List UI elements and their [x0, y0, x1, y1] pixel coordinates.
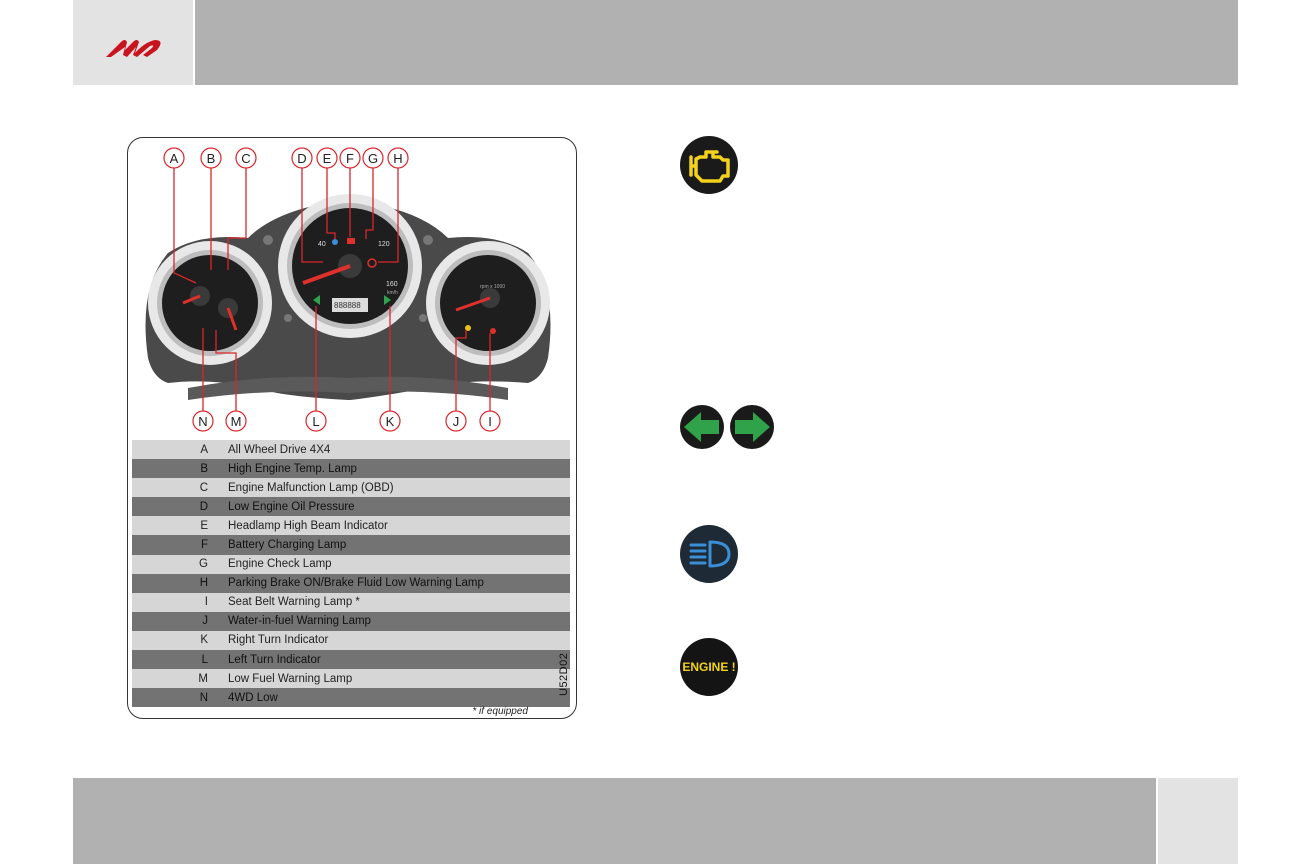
page-footer — [73, 778, 1238, 864]
speed-unit-label: km/h — [387, 290, 398, 296]
legend-row: M Low Fuel Warning Lamp — [132, 669, 570, 689]
callout-k: K — [379, 410, 401, 432]
mahindra-logo — [106, 40, 161, 57]
legend-description: All Wheel Drive 4X4 — [228, 443, 331, 456]
instrument-cluster-illustration: 40 120 160 km/h 888888 rpm x 1000 — [145, 147, 551, 432]
turn-indicator-icons — [679, 404, 775, 455]
legend-row: J Water-in-fuel Warning Lamp — [132, 611, 570, 631]
high-beam-icon — [680, 525, 738, 583]
speed-40-label: 40 — [318, 241, 326, 248]
legend-description: Low Engine Oil Pressure — [228, 500, 355, 513]
legend-description: High Engine Temp. Lamp — [228, 462, 357, 475]
tacho-unit-label: rpm x 1000 — [480, 284, 505, 290]
legend-row: F Battery Charging Lamp — [132, 535, 570, 555]
legend-description: Seat Belt Warning Lamp * — [228, 596, 360, 609]
legend-letter: C — [199, 481, 208, 494]
svg-text:D: D — [297, 151, 306, 166]
callout-a: A — [163, 147, 185, 169]
callout-j: J — [445, 410, 467, 432]
svg-text:J: J — [453, 414, 460, 429]
svg-text:M: M — [231, 414, 242, 429]
callout-e: E — [316, 147, 338, 169]
legend-row: N 4WD Low — [132, 688, 570, 708]
legend-letter: A — [200, 443, 208, 456]
instrument-cluster-figure: 40 120 160 km/h 888888 rpm x 1000 — [127, 137, 577, 719]
footnote: * if equipped — [472, 706, 528, 717]
legend-letter: I — [204, 596, 208, 609]
callout-f: F — [339, 147, 361, 169]
legend-letter: K — [200, 634, 208, 647]
svg-text:C: C — [241, 151, 250, 166]
logo-box — [73, 0, 193, 85]
callout-d: D — [291, 147, 313, 169]
callout-m: M — [225, 410, 247, 432]
page-header — [73, 0, 1238, 85]
callout-b: B — [200, 147, 222, 169]
svg-text:B: B — [207, 151, 216, 166]
legend-row: A All Wheel Drive 4X4 — [132, 440, 570, 460]
legend-row: H Parking Brake ON/Brake Fluid Low Warnin… — [132, 573, 570, 593]
svg-text:H: H — [393, 151, 402, 166]
legend-description: Low Fuel Warning Lamp — [228, 672, 353, 685]
legend-description: Parking Brake ON/Brake Fluid Low Warning… — [228, 577, 484, 590]
legend-row: L Left Turn Indicator — [132, 650, 570, 670]
legend-description: Headlamp High Beam Indicator — [228, 519, 388, 532]
footer-bar — [73, 778, 1156, 864]
svg-text:A: A — [170, 151, 179, 166]
legend-letter: F — [200, 539, 208, 552]
odometer-display: 888888 — [334, 301, 361, 310]
legend-row: B High Engine Temp. Lamp — [132, 459, 570, 479]
legend-letter: H — [199, 577, 208, 590]
callout-i: I — [479, 410, 501, 432]
legend-description: Engine Malfunction Lamp (OBD) — [228, 481, 394, 494]
svg-text:F: F — [346, 151, 354, 166]
legend-letter: L — [201, 653, 208, 666]
legend-row: I Seat Belt Warning Lamp * — [132, 592, 570, 612]
warning-lamp-legend: A All Wheel Drive 4X4 B High Engine Temp. … — [132, 440, 570, 708]
legend-letter: J — [202, 615, 208, 628]
legend-row: C Engine Malfunction Lamp (OBD) — [132, 478, 570, 498]
footer-page-box — [1158, 778, 1238, 864]
speed-160-label: 160 — [386, 281, 398, 288]
legend-description: Battery Charging Lamp — [228, 539, 347, 552]
legend-description: Water-in-fuel Warning Lamp — [228, 615, 371, 628]
legend-row: K Right Turn Indicator — [132, 630, 570, 651]
legend-letter: M — [198, 672, 208, 685]
legend-description: Right Turn Indicator — [228, 634, 329, 647]
svg-text:L: L — [312, 414, 319, 429]
svg-text:E: E — [323, 151, 332, 166]
engine-check-label: ENGINE ! — [682, 660, 735, 674]
callout-n: N — [192, 410, 214, 432]
legend-description: Left Turn Indicator — [228, 653, 321, 666]
svg-text:I: I — [488, 414, 492, 429]
legend-description: Engine Check Lamp — [228, 558, 332, 571]
engine-malfunction-icon — [680, 136, 738, 194]
legend-letter: D — [199, 500, 208, 513]
figure-code-text: U52D02 — [558, 652, 570, 696]
svg-text:K: K — [386, 414, 395, 429]
legend-letter: G — [199, 558, 208, 571]
engine-check-icon: ENGINE ! — [680, 638, 738, 696]
callout-l: L — [305, 410, 327, 432]
legend-row: G Engine Check Lamp — [132, 554, 570, 574]
callout-c: C — [235, 147, 257, 169]
legend-description: 4WD Low — [228, 691, 278, 704]
speed-120-label: 120 — [378, 241, 390, 248]
legend-letter: B — [200, 462, 208, 475]
svg-text:N: N — [198, 414, 207, 429]
legend-letter: N — [199, 691, 208, 704]
svg-text:G: G — [368, 151, 378, 166]
callout-g: G — [362, 147, 384, 169]
header-bar — [195, 0, 1238, 85]
legend-row: E Headlamp High Beam Indicator — [132, 516, 570, 536]
legend-row: D Low Engine Oil Pressure — [132, 497, 570, 517]
left-turn-arrow-icon — [680, 405, 774, 449]
legend-letter: E — [200, 519, 208, 532]
figure-code: U52D02 — [558, 644, 572, 696]
callout-h: H — [387, 147, 409, 169]
